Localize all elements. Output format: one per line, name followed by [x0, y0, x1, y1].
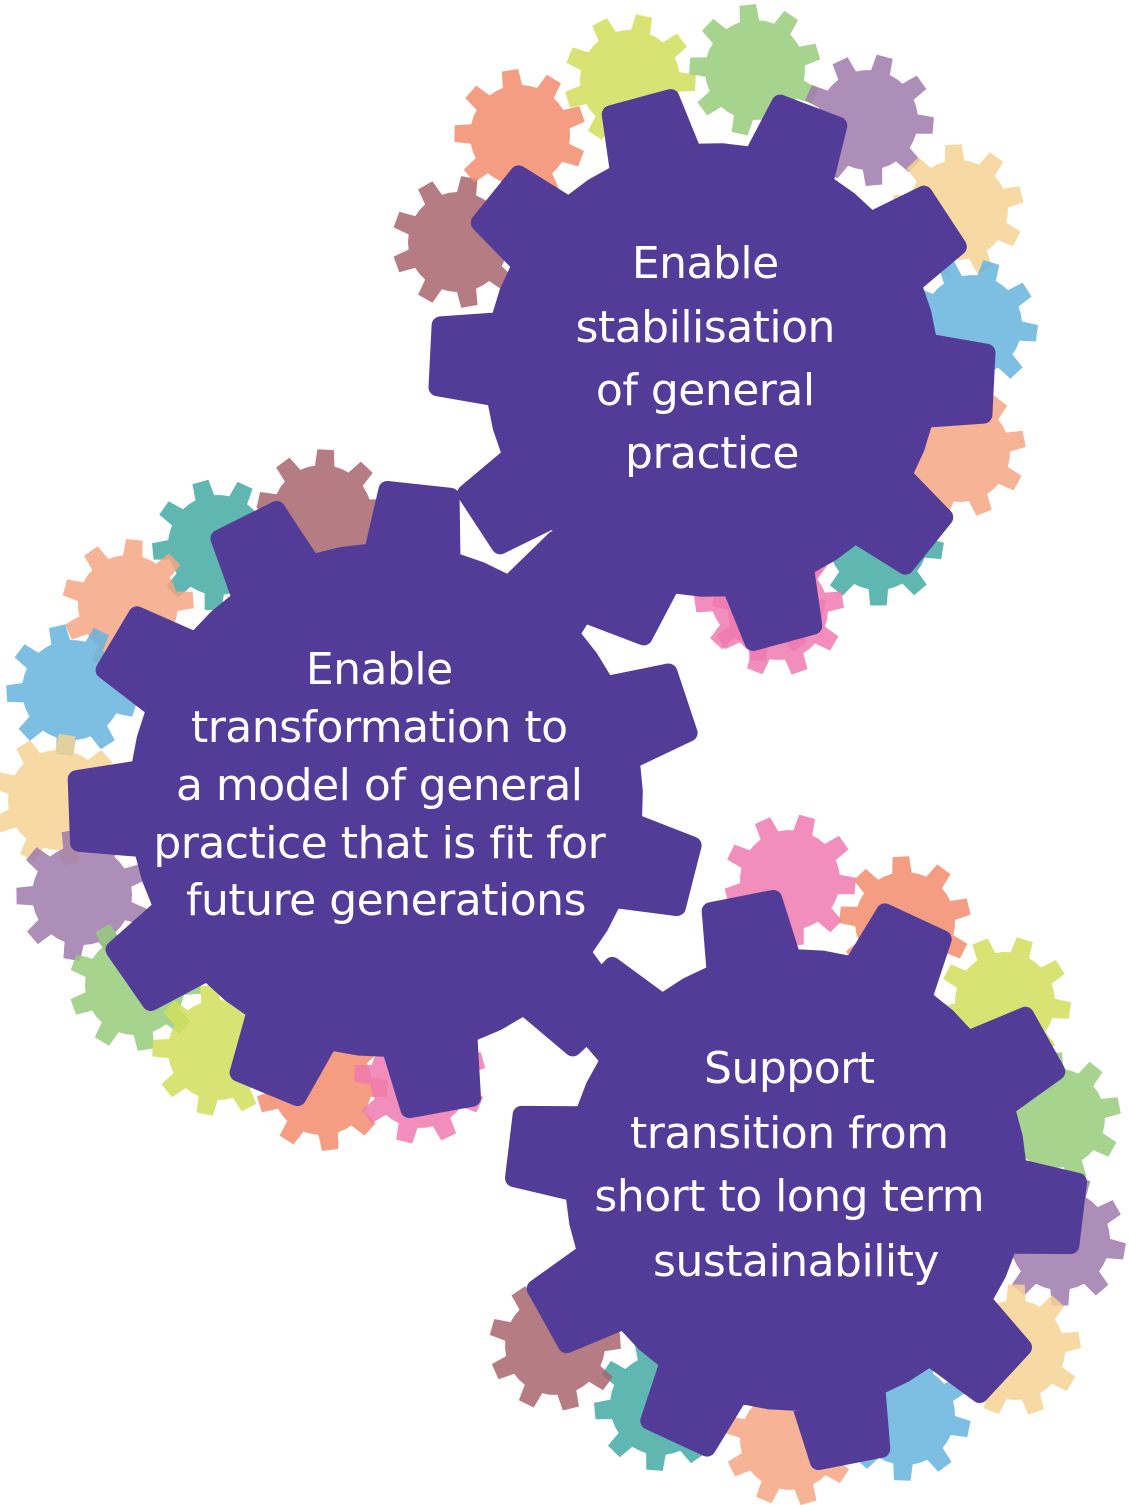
gear-line: Support — [704, 1043, 875, 1094]
gear-line: Enable — [632, 238, 779, 289]
gear-line: practice — [625, 428, 799, 479]
gear-line: transformation to — [191, 702, 568, 753]
gear-line: of general — [596, 365, 815, 416]
main-gear-transformation — [67, 481, 702, 1119]
small-gear-salmon — [454, 69, 585, 201]
gear-line: a model of general — [176, 760, 583, 811]
main-gears — [67, 89, 1087, 1471]
gear-line: short to long term — [594, 1171, 984, 1222]
main-gear-sustainability — [505, 889, 1087, 1471]
gear-line: future generations — [186, 875, 586, 926]
main-gear-stabilisation — [428, 89, 996, 651]
gear-line: transition from — [630, 1108, 949, 1159]
gear-text-transformation: Enable transformation to a model of gene… — [153, 644, 618, 926]
small-gear-purple — [16, 829, 147, 961]
gear-line: practice that is fit for — [153, 818, 606, 869]
gear-line: sustainability — [653, 1236, 939, 1287]
gear-text-sustainability: Support transition from short to long te… — [594, 1043, 997, 1287]
gear-line: Enable — [306, 644, 453, 695]
gear-text-stabilisation: Enable stabilisation of general practice — [576, 238, 849, 479]
gear-line: stabilisation — [576, 302, 835, 353]
